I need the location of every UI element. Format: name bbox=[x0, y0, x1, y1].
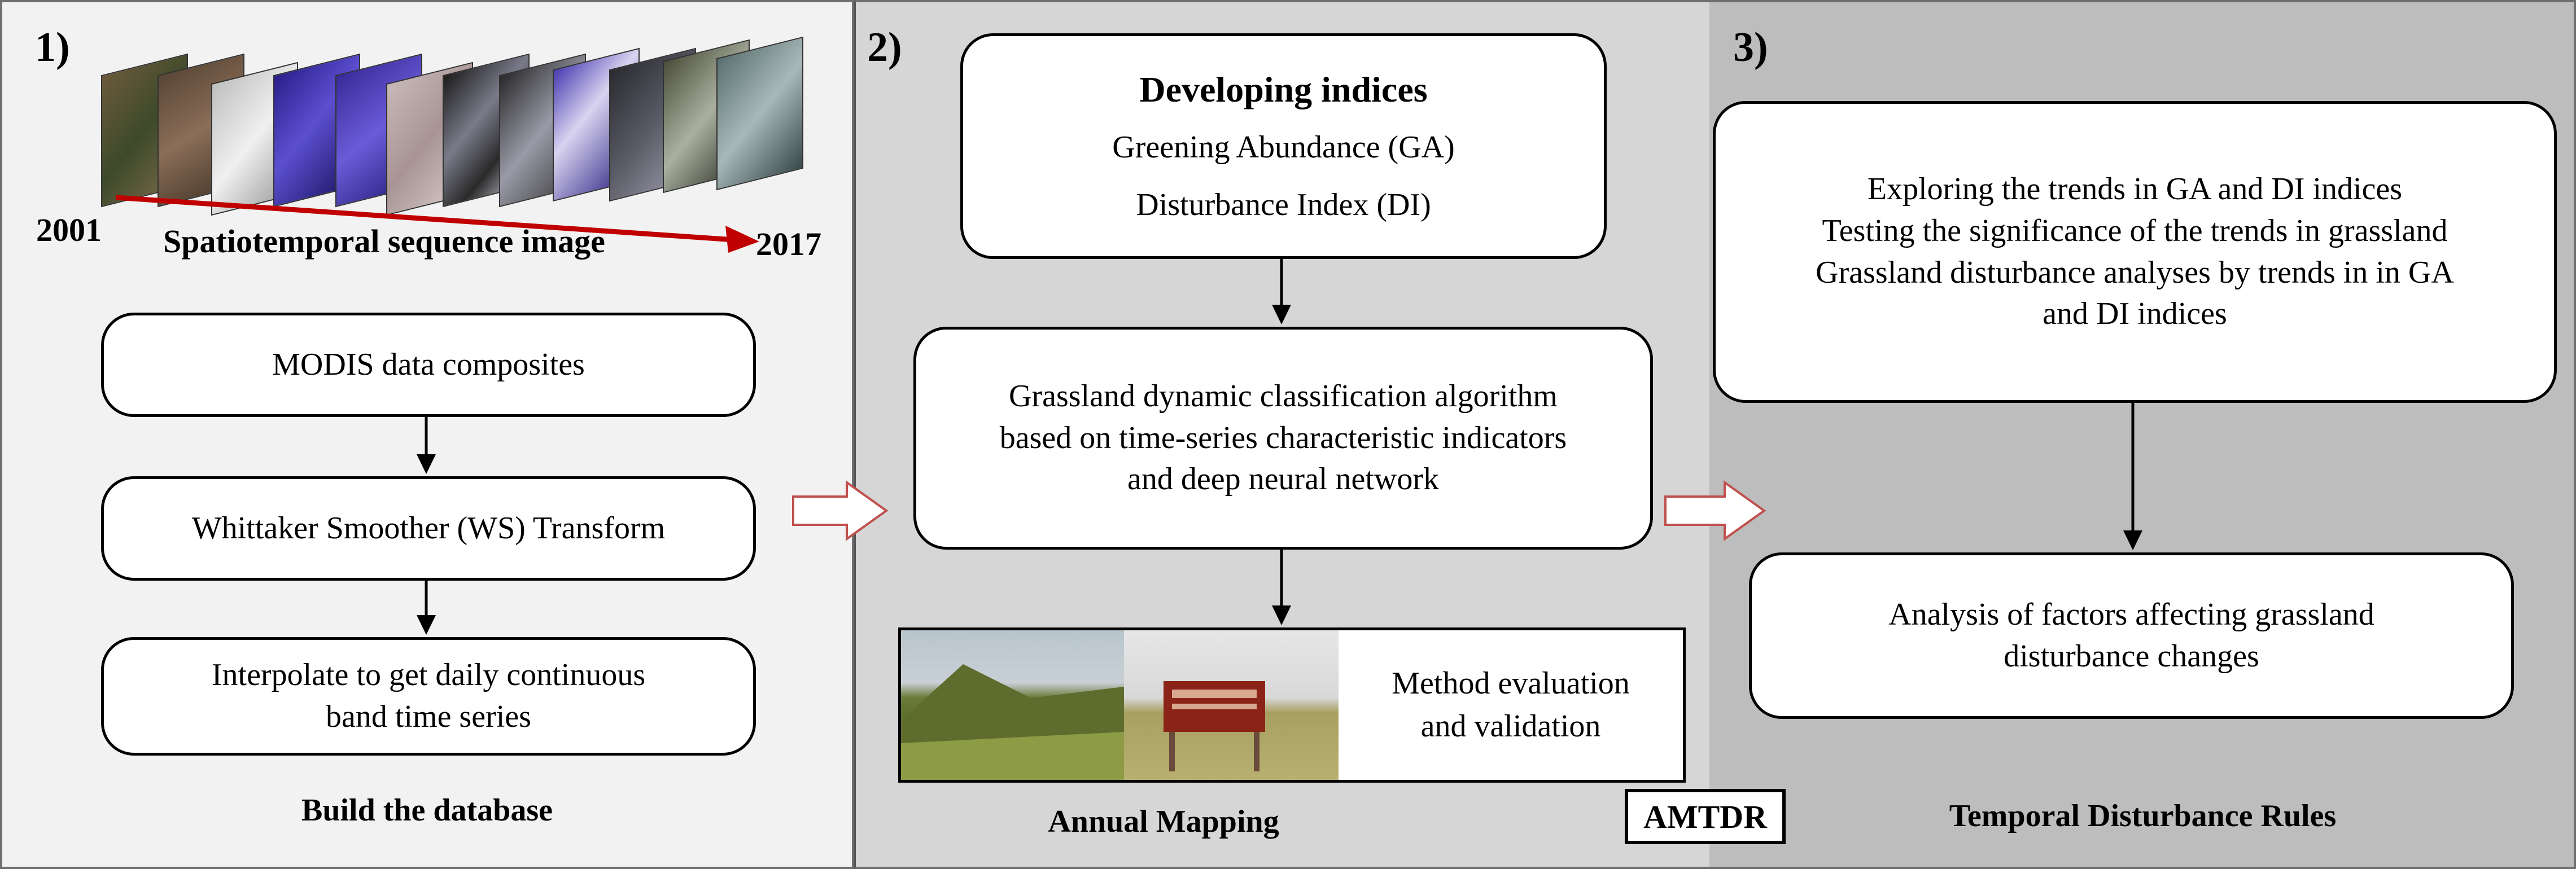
box-developing-indices: Developing indices Greening Abundance (G… bbox=[960, 33, 1607, 259]
factor-text: disturbance changes bbox=[2004, 638, 2259, 674]
box-trend-analysis: Exploring the trends in GA and DI indice… bbox=[1713, 101, 2557, 403]
panel-number-1: 1) bbox=[35, 24, 70, 71]
step-text: band time series bbox=[326, 699, 531, 734]
signboard-photo bbox=[1124, 630, 1339, 780]
amtdr-badge: AMTDR bbox=[1625, 789, 1786, 844]
step-text: MODIS data composites bbox=[272, 346, 585, 382]
algorithm-text: based on time-series characteristic indi… bbox=[999, 420, 1567, 455]
arrow-modis-to-ws bbox=[417, 415, 436, 474]
arrow-trend-to-factor bbox=[2123, 401, 2142, 550]
evaluation-line: and validation bbox=[1420, 708, 1601, 744]
flow-arrow-panel2-to-panel3 bbox=[1664, 480, 1766, 541]
panel-temporal-disturbance: 3) Exploring the trends in GA and DI ind… bbox=[1709, 0, 2576, 869]
step-text: Interpolate to get daily continuous bbox=[211, 657, 646, 693]
box-classification-algorithm: Grassland dynamic classification algorit… bbox=[913, 327, 1653, 550]
trend-text: Testing the significance of the trends i… bbox=[1822, 213, 2448, 248]
factor-text: Analysis of factors affecting grassland bbox=[1888, 596, 2374, 632]
panel-number-3: 3) bbox=[1733, 24, 1768, 71]
grassland-photo bbox=[901, 630, 1124, 780]
arrow-algorithm-to-evaluation bbox=[1272, 547, 1291, 625]
trend-text: Exploring the trends in GA and DI indice… bbox=[1867, 171, 2403, 207]
index-ga: Greening Abundance (GA) bbox=[1112, 130, 1455, 165]
box-method-evaluation: Method evaluation and validation bbox=[898, 627, 1686, 783]
indices-title: Developing indices bbox=[1139, 69, 1428, 109]
panel-build-database: 1) 2001 2017 Spatiotemporal sequence ima… bbox=[0, 0, 854, 869]
year-end-label: 2017 bbox=[756, 226, 821, 262]
year-start-label: 2001 bbox=[36, 212, 102, 248]
index-di: Disturbance Index (DI) bbox=[1136, 187, 1431, 223]
timeline-arrow bbox=[115, 195, 759, 253]
box-factor-analysis: Analysis of factors affecting grassland … bbox=[1749, 552, 2514, 719]
evaluation-line: Method evaluation bbox=[1392, 665, 1630, 701]
step-modis-composites: MODIS data composites bbox=[101, 313, 756, 417]
flow-arrow-panel1-to-panel2 bbox=[792, 480, 889, 541]
trend-text: Grassland disturbance analyses by trends… bbox=[1816, 254, 2454, 290]
step-interpolate: Interpolate to get daily continuous band… bbox=[101, 637, 756, 756]
step-text: Whittaker Smoother (WS) Transform bbox=[191, 510, 666, 546]
arrow-indices-to-algorithm bbox=[1272, 257, 1291, 324]
caption-temporal-disturbance: Temporal Disturbance Rules bbox=[1949, 798, 2337, 833]
arrow-ws-to-interpolate bbox=[417, 578, 436, 635]
algorithm-text: Grassland dynamic classification algorit… bbox=[1009, 378, 1558, 414]
step-whittaker-smoother: Whittaker Smoother (WS) Transform bbox=[101, 476, 756, 581]
evaluation-text: Method evaluation and validation bbox=[1339, 630, 1683, 780]
caption-build-database: Build the database bbox=[301, 793, 553, 828]
caption-annual-mapping: Annual Mapping bbox=[1048, 804, 1279, 839]
panel-number-2: 2) bbox=[867, 24, 902, 71]
trend-text: and DI indices bbox=[2043, 296, 2227, 332]
sequence-label: Spatiotemporal sequence image bbox=[163, 223, 605, 260]
algorithm-text: and deep neural network bbox=[1127, 462, 1439, 497]
panel-annual-mapping: 2) Developing indices Greening Abundance… bbox=[854, 0, 1709, 869]
